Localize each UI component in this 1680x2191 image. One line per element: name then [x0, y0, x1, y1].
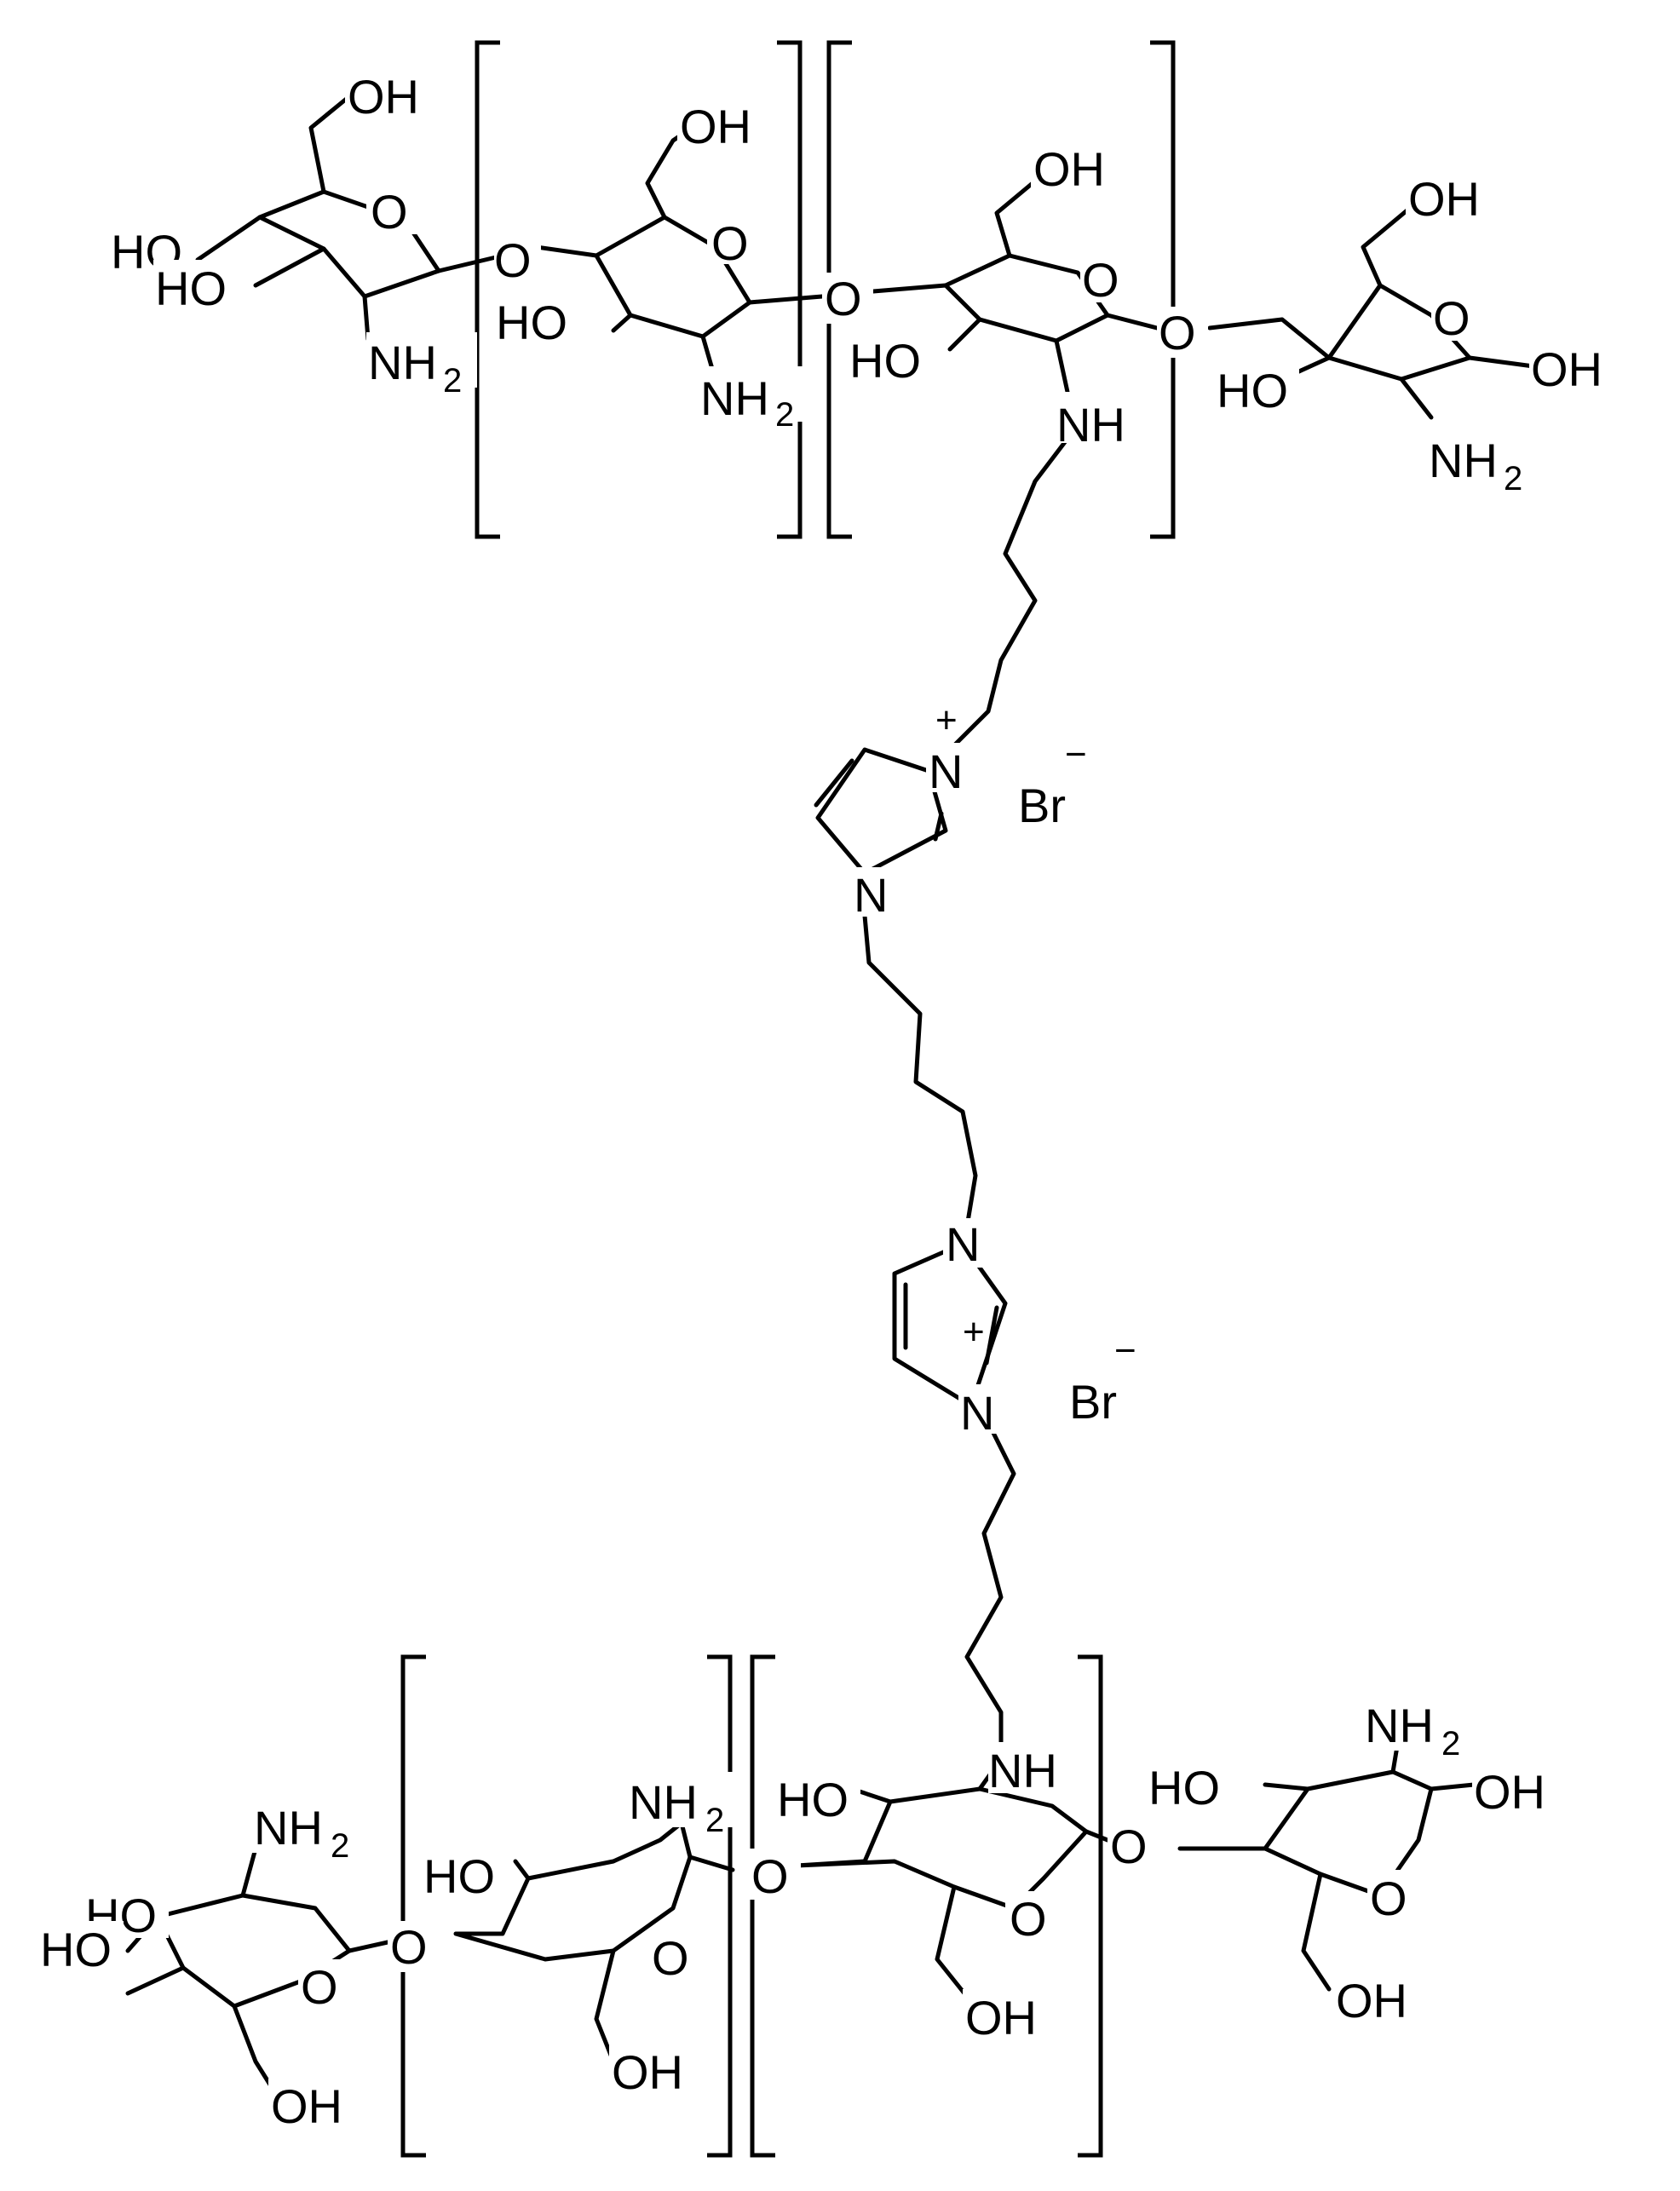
subscript-two: 2	[443, 362, 462, 400]
hydroxyl-label: OH	[1474, 1765, 1545, 1819]
hydroxyl-label: OH	[271, 2079, 342, 2133]
hydroxyl-label: HO	[777, 1773, 849, 1826]
bromide-label: Br	[1018, 779, 1066, 832]
amine-label: NH	[368, 336, 437, 389]
glycosidic-oxygen-label: O	[825, 272, 862, 325]
hydroxyl-label: HO	[423, 1849, 495, 1903]
ring-oxygen-label: O	[1082, 253, 1119, 307]
atom-labels: OH O HO HO NH 2 O OH O HO NH 2 O OH O HO…	[38, 68, 1627, 2133]
glycosidic-oxygen-label: O	[1110, 1820, 1148, 1873]
imidazole-nitrogen-label: N	[946, 1217, 980, 1271]
amine-label: NH	[254, 1801, 323, 1855]
hydroxyl-label: HO	[1217, 364, 1288, 417]
ring-oxygen-label: O	[1010, 1892, 1047, 1946]
bromide-label: Br	[1069, 1375, 1117, 1429]
hydroxyl-label: HO	[849, 334, 921, 388]
hydroxyl-label: OH	[1408, 172, 1480, 226]
secondary-amine-label: NH	[1056, 398, 1125, 451]
ring-oxygen-label: O	[371, 185, 408, 239]
ring-oxygen-label: O	[652, 1931, 689, 1985]
subscript-two: 2	[1504, 460, 1522, 497]
subscript-two: 2	[775, 396, 794, 434]
hydroxyl-label: OH	[680, 100, 751, 153]
glycosidic-oxygen-label: O	[751, 1849, 789, 1903]
hydroxyl-label: OH	[1531, 342, 1602, 396]
ring-oxygen-label: O	[301, 1960, 338, 2014]
ring-oxygen-label: O	[1433, 291, 1470, 345]
hydroxyl-label: OH	[612, 2045, 683, 2099]
subscript-two: 2	[331, 1827, 349, 1865]
hydroxyl-label: OH	[1033, 142, 1105, 196]
glycosidic-oxygen-label: O	[494, 233, 532, 287]
positive-charge: +	[935, 699, 958, 741]
imidazole-nitrogen-label: N	[854, 868, 888, 922]
amine-label: NH	[629, 1775, 698, 1829]
negative-charge: −	[1065, 733, 1087, 775]
ring-oxygen-label: O	[1370, 1872, 1407, 1925]
positive-charge: +	[963, 1311, 985, 1353]
subscript-two: 2	[705, 1802, 724, 1839]
imidazolium-nitrogen-label: N	[929, 745, 963, 798]
hydroxyl-label: HO	[496, 296, 567, 349]
hydroxyl-label: HO	[40, 1923, 112, 1976]
amine-label: NH	[1365, 1699, 1434, 1752]
hydroxyl-label: OH	[965, 1991, 1037, 2044]
glycosidic-oxygen-label: O	[1159, 306, 1196, 359]
secondary-amine-label: NH	[988, 1744, 1057, 1797]
glycosidic-oxygen-label: O	[390, 1920, 428, 1974]
ring-oxygen-label: O	[711, 216, 749, 270]
amine-label: NH	[1429, 434, 1498, 487]
bracket-lines	[400, 40, 1176, 2158]
subscript-two: 2	[1441, 1725, 1460, 1763]
hydroxyl-label: OH	[1336, 1974, 1407, 2027]
amine-label: NH	[700, 371, 769, 425]
hydroxyl-label: HO	[1148, 1761, 1220, 1814]
hydroxyl-label: OH	[348, 70, 419, 124]
imidazolium-nitrogen-label: N	[960, 1386, 994, 1440]
negative-charge: −	[1114, 1330, 1136, 1372]
hydroxyl-label: HO	[155, 262, 227, 315]
